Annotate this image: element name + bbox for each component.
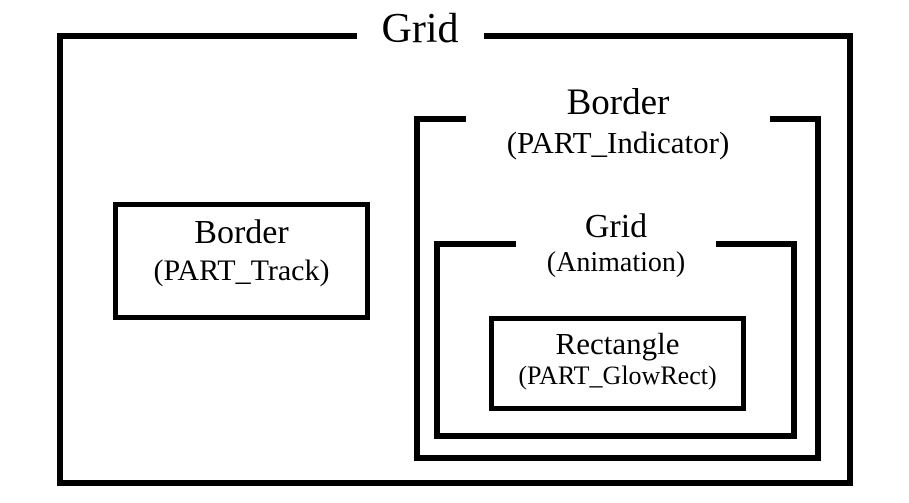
border-part-track-box [113,202,370,320]
grid-animation-part-label: (Animation) [546,247,686,278]
grid-animation-type-label: Grid [584,208,648,245]
rectangle-part-glowrect-type-label: Rectangle [555,326,680,361]
grid-outer-border-top-right-segment [484,33,853,39]
grid-outer-type-label: Grid [381,6,459,52]
border-part-indicator-type-label: Border [566,82,670,123]
grid-animation-top-left-segment [434,241,516,247]
grid-outer-border-top-left-segment [57,33,357,39]
grid-outer-border-right [847,33,853,486]
rectangle-part-glowrect-box [489,316,746,411]
grid-outer-label: Grid [357,8,483,50]
grid-animation-left [434,241,440,439]
border-part-indicator-label: Border (PART_Indicator) [466,84,770,158]
grid-animation-right [791,241,797,439]
grid-animation-bottom [434,433,797,439]
border-part-track-part-label: (PART_Track) [153,254,330,287]
border-part-indicator-left [414,116,420,461]
grid-animation-label: Grid (Animation) [516,210,716,277]
border-part-indicator-part-label: (PART_Indicator) [506,125,730,160]
border-part-indicator-top-left-segment [414,116,466,122]
grid-animation-top-right-segment [716,241,797,247]
border-part-track-type-label: Border [194,214,289,251]
border-part-indicator-right [815,116,821,461]
grid-outer-border-bottom [57,480,853,486]
rectangle-part-glowrect-part-label: (PART_GlowRect) [518,361,717,390]
rectangle-part-glowrect-label: Rectangle (PART_GlowRect) [489,328,746,389]
border-part-indicator-bottom [414,455,821,461]
border-part-indicator-top-right-segment [770,116,821,122]
border-part-track-label: Border (PART_Track) [113,216,370,286]
grid-outer-border-left [57,33,63,486]
